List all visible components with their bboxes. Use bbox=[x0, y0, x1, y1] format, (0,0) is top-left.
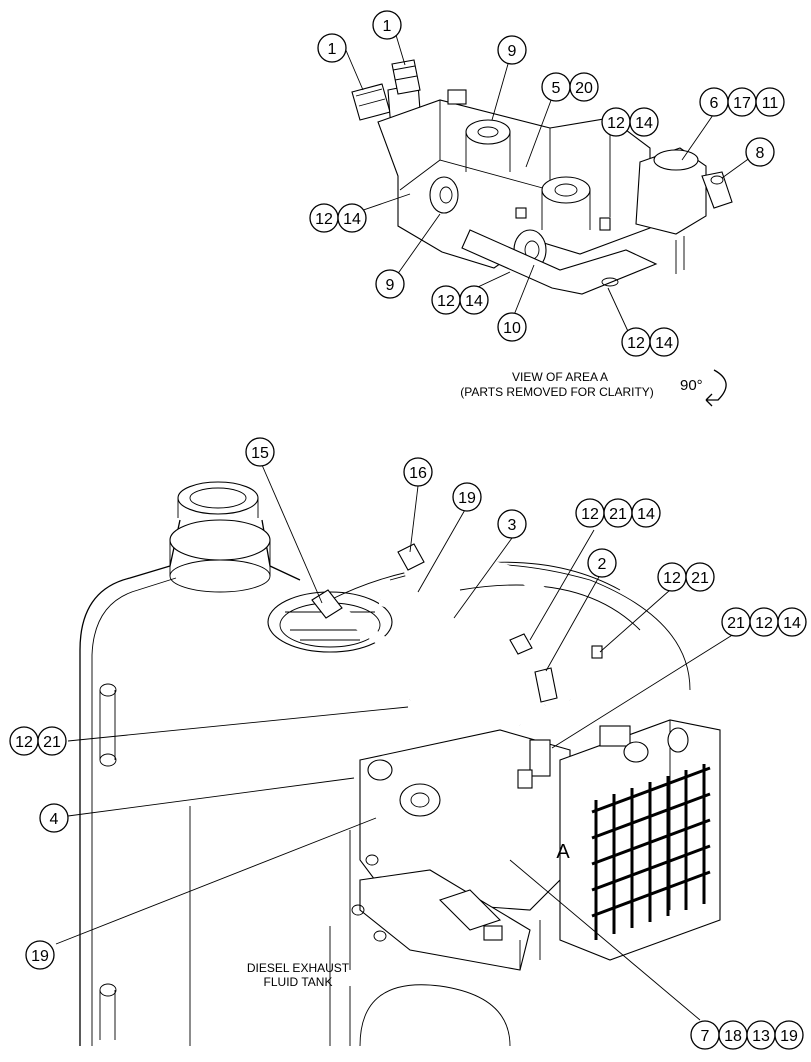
svg-text:3: 3 bbox=[508, 517, 517, 534]
callout-7-18-13-19: 7 18 13 19 bbox=[690, 1020, 804, 1050]
callout-19: 19 bbox=[25, 940, 55, 970]
svg-text:14: 14 bbox=[637, 506, 655, 523]
callout-12-14: 12 14 bbox=[431, 285, 489, 315]
svg-text:5: 5 bbox=[552, 80, 561, 97]
svg-text:8: 8 bbox=[756, 145, 765, 162]
svg-text:14: 14 bbox=[783, 615, 801, 632]
heat-grille bbox=[591, 764, 711, 940]
svg-text:12: 12 bbox=[627, 335, 645, 352]
svg-text:2: 2 bbox=[598, 556, 607, 573]
callout-12-14: 12 14 bbox=[309, 203, 367, 233]
rotation-arrow-icon bbox=[705, 369, 727, 407]
callout-4: 4 bbox=[39, 803, 69, 833]
svg-text:21: 21 bbox=[609, 506, 627, 523]
callout-10: 10 bbox=[497, 312, 527, 342]
svg-text:13: 13 bbox=[752, 1028, 770, 1045]
svg-text:14: 14 bbox=[655, 335, 673, 352]
callout-8: 8 bbox=[745, 137, 775, 167]
tank-label-line2: FLUID TANK bbox=[264, 975, 333, 989]
tank-label-line1: DIESEL EXHAUST bbox=[247, 961, 350, 975]
callout-1: 1 bbox=[372, 10, 402, 40]
svg-text:14: 14 bbox=[635, 115, 653, 132]
svg-text:21: 21 bbox=[727, 615, 745, 632]
view-caption: VIEW OF AREA A (PARTS REMOVED FOR CLARIT… bbox=[460, 369, 727, 407]
svg-text:9: 9 bbox=[386, 277, 395, 294]
callout-1: 1 bbox=[317, 33, 347, 63]
callout-12-21-14: 12 21 14 bbox=[575, 498, 661, 528]
svg-text:21: 21 bbox=[43, 734, 61, 751]
svg-text:12: 12 bbox=[607, 115, 625, 132]
svg-text:1: 1 bbox=[383, 18, 392, 35]
svg-text:14: 14 bbox=[343, 211, 361, 228]
svg-text:7: 7 bbox=[701, 1028, 710, 1045]
callout-19: 19 bbox=[452, 482, 482, 512]
svg-text:11: 11 bbox=[762, 95, 779, 112]
svg-text:19: 19 bbox=[31, 948, 49, 965]
tank-assembly-view bbox=[79, 481, 721, 1047]
callout-21-12-14: 21 12 14 bbox=[721, 607, 807, 637]
svg-text:12: 12 bbox=[755, 615, 773, 632]
view-note: (PARTS REMOVED FOR CLARITY) bbox=[460, 385, 654, 399]
rotation-label: 90° bbox=[680, 377, 703, 394]
svg-text:1: 1 bbox=[328, 41, 337, 58]
callout-6-17-11: 6 17 11 bbox=[699, 87, 785, 117]
callout-3: 3 bbox=[497, 509, 527, 539]
svg-text:20: 20 bbox=[575, 80, 593, 97]
svg-text:17: 17 bbox=[733, 95, 751, 112]
area-marker: A bbox=[556, 841, 570, 863]
callout-9: 9 bbox=[375, 269, 405, 299]
callout-12-14: 12 14 bbox=[621, 327, 679, 357]
callouts-bottom: 15 16 19 3 12 21 14 2 12 21 21 12 14 12 … bbox=[9, 437, 807, 1050]
svg-text:10: 10 bbox=[503, 320, 521, 337]
callout-5-20: 5 20 bbox=[541, 72, 599, 102]
bottom-leader-lines bbox=[55, 464, 735, 1021]
svg-text:9: 9 bbox=[508, 43, 517, 60]
callout-15: 15 bbox=[245, 437, 275, 467]
svg-text:14: 14 bbox=[465, 293, 483, 310]
svg-text:16: 16 bbox=[409, 465, 427, 482]
svg-text:18: 18 bbox=[724, 1028, 742, 1045]
svg-text:12: 12 bbox=[15, 734, 33, 751]
svg-text:19: 19 bbox=[780, 1028, 798, 1045]
pump-module-view bbox=[351, 59, 733, 295]
callout-9: 9 bbox=[497, 35, 527, 65]
svg-text:12: 12 bbox=[581, 506, 599, 523]
svg-text:12: 12 bbox=[663, 570, 681, 587]
callouts-top: 1 1 9 5 20 12 14 6 17 11 8 12 14 9 12 14… bbox=[309, 10, 785, 357]
svg-text:4: 4 bbox=[50, 811, 59, 828]
svg-text:6: 6 bbox=[710, 95, 719, 112]
svg-text:15: 15 bbox=[251, 445, 269, 462]
callout-12-21: 12 21 bbox=[657, 562, 715, 592]
callout-12-14: 12 14 bbox=[601, 107, 659, 137]
svg-text:21: 21 bbox=[691, 570, 709, 587]
callout-12-21: 12 21 bbox=[9, 726, 67, 756]
view-title: VIEW OF AREA A bbox=[512, 370, 608, 384]
callout-2: 2 bbox=[587, 548, 617, 578]
svg-text:12: 12 bbox=[315, 211, 333, 228]
svg-text:19: 19 bbox=[458, 490, 476, 507]
svg-text:12: 12 bbox=[437, 293, 455, 310]
callout-16: 16 bbox=[403, 457, 433, 487]
